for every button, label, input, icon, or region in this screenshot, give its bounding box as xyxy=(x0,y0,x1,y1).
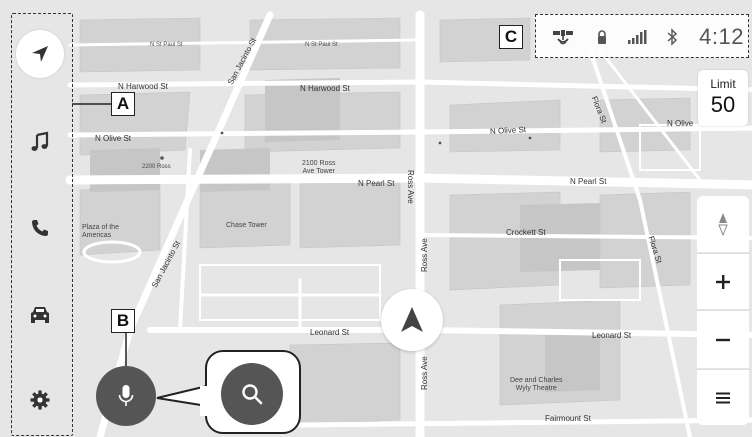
callout-leader-a xyxy=(72,103,112,105)
search-icon xyxy=(242,384,263,405)
street-label: Crockett St xyxy=(506,228,546,237)
gear-icon xyxy=(30,390,50,410)
street-label: N Olive St xyxy=(489,125,527,136)
speed-limit-value: 50 xyxy=(710,92,736,117)
security-lock-icon xyxy=(598,30,606,44)
north-up-compass-button[interactable] xyxy=(697,196,749,252)
street-label: N St Paul St xyxy=(305,42,338,48)
compass-icon xyxy=(718,213,728,236)
plus-icon xyxy=(716,274,730,289)
music-note-icon xyxy=(31,131,49,151)
navigation-arrow-icon xyxy=(32,46,48,62)
street-label: N St Paul St xyxy=(150,42,183,48)
speed-limit-title: Limit xyxy=(710,77,736,91)
street-label: N Olive St xyxy=(95,134,132,143)
minus-icon xyxy=(716,338,730,341)
street-label: Leonard St xyxy=(310,328,350,337)
street-label: N Olive xyxy=(667,119,694,128)
callout-label-a: A xyxy=(111,92,135,116)
street-label: Ross Ave xyxy=(406,170,415,204)
bubble-pointer-mask xyxy=(200,386,210,416)
menu-button[interactable] xyxy=(697,369,749,425)
microphone-icon xyxy=(118,385,134,406)
zoom-in-button[interactable] xyxy=(697,253,749,309)
phone-icon xyxy=(32,220,48,236)
sidebar-item-phone[interactable] xyxy=(16,204,64,252)
sidebar-item-audio[interactable] xyxy=(16,118,64,166)
voice-command-button[interactable] xyxy=(96,366,156,426)
search-button[interactable] xyxy=(221,363,283,425)
street-label: N Harwood St xyxy=(300,84,350,93)
callout-label-b: B xyxy=(111,309,135,333)
street-label: N Pearl St xyxy=(358,179,395,188)
bluetooth-icon xyxy=(667,28,678,46)
street-label: Ross Ave xyxy=(420,356,429,390)
callout-leader-b xyxy=(125,333,127,369)
street-label: N Pearl St xyxy=(570,177,607,186)
car-icon xyxy=(31,307,49,323)
poi-label: Chase Tower xyxy=(226,222,267,229)
speed-limit-sign: Limit 50 xyxy=(698,70,748,126)
clock: 4:12 xyxy=(699,24,744,49)
poi-label: 2200 Ross xyxy=(142,164,171,170)
street-label: Ross Ave xyxy=(420,238,429,272)
vehicle-position-arrow-icon xyxy=(401,307,423,332)
callout-label-c: C xyxy=(499,25,523,49)
hamburger-menu-icon xyxy=(716,392,730,403)
sidebar-item-settings[interactable] xyxy=(16,376,64,424)
status-bar: 4:12 xyxy=(535,14,749,58)
street-label: N Harwood St xyxy=(118,82,168,91)
sidebar-item-vehicle[interactable] xyxy=(16,290,64,338)
poi-label: Dee and Charles Wyly Theatre xyxy=(510,377,563,392)
callout-pointer xyxy=(156,385,208,407)
sidebar-item-navigation[interactable] xyxy=(16,30,64,78)
current-location-button[interactable] xyxy=(381,289,443,351)
poi-label: Plaza of the Americas xyxy=(82,224,119,239)
street-label: Leonard St xyxy=(592,331,632,340)
satellite-icon xyxy=(553,30,573,45)
street-label: Fairmount St xyxy=(545,414,591,423)
signal-strength-icon xyxy=(628,30,647,44)
poi-label: 2100 Ross Ave Tower xyxy=(302,160,336,175)
zoom-out-button[interactable] xyxy=(697,310,749,368)
